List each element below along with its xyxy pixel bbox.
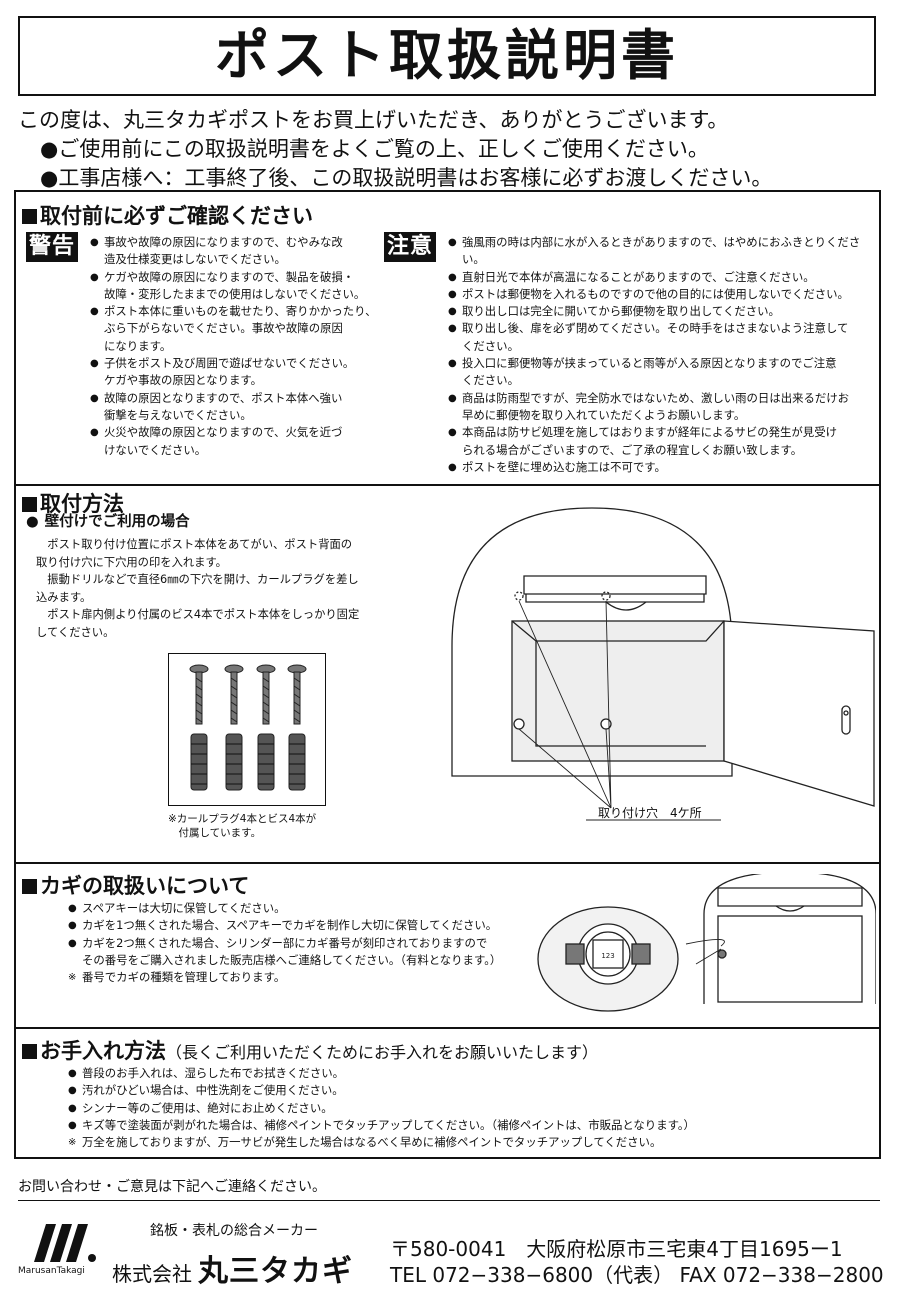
section-heading: カギの取扱いについて [22, 870, 249, 900]
key-list: スペアキーは大切に保管してください。カギを1つ無くされた場合、スペアキーでカギを… [68, 900, 548, 987]
list-item: 取り出し口は完全に開いてから郵便物を取り出してください。 [448, 303, 878, 321]
section-heading-text: お手入れ方法 [40, 1039, 166, 1063]
key-cylinder-diagram: 123 [537, 874, 876, 1012]
install-subheading-text: 壁付けでご利用の場合 [44, 514, 190, 530]
intro-note-read: ●ご使用前にこの取扱説明書をよくご覧の上、正しくご使用ください。 [40, 137, 709, 161]
photo-caption: ※カールプラグ4本とビス4本が 付属しています。 [168, 813, 317, 839]
warning-list: 事故や故障の原因になりますので、むやみな改 造及仕様変更はしないでください。ケガ… [90, 234, 390, 459]
intro-greeting: この度は、丸三タカギポストをお買上げいただき、ありがとうございます。 [18, 108, 729, 132]
company-logo-icon [34, 1224, 96, 1262]
list-item: 本商品は防サビ処理を施してはおりますが経年によるサビの発生が見受け られる場合が… [448, 424, 878, 459]
logo-text: MarusanTakagi [18, 1266, 85, 1276]
title-box: ポスト取扱説明書 [18, 16, 876, 96]
list-item: 火災や故障の原因となりますので、火気を近づ けないでください。 [90, 424, 390, 459]
list-note: 番号でカギの種類を管理しております。 [68, 969, 548, 987]
section-heading-subtext: （長くご利用いただくためにお手入れをお願いいたします） [166, 1043, 599, 1062]
company-prefix: 株式会社 [112, 1262, 192, 1286]
list-item: 普段のお手入れは、湿らした布でお拭きください。 [68, 1065, 868, 1083]
instruction-paragraph: 振動ドリルなどで直径6㎜の下穴を開け、カールプラグを差し 込みます。 [36, 573, 359, 604]
list-item: 投入口に郵便物等が挟まっていると雨等が入る原因となりますのでご注意 ください。 [448, 355, 878, 390]
mounting-holes-callout: 取り付け穴 4ケ所 [598, 806, 702, 820]
instruction-paragraph: ポスト取り付け位置にポスト本体をあてがい、ポスト背面の 取り付け穴に下穴用の印を… [36, 538, 353, 569]
intro-note-installer: ●工事店様へ：工事終了後、この取扱説明書はお客様に必ずお渡しください。 [40, 166, 773, 190]
company-brand: 丸三タカギ [198, 1254, 353, 1289]
section-heading-text: カギの取扱いについて [40, 874, 250, 898]
footer-divider [18, 1200, 880, 1201]
bullet-icon: ● [26, 514, 39, 530]
warning-tag: 警告 [26, 232, 79, 262]
square-bullet-icon [22, 1044, 37, 1059]
company-contact: 〒580-0041 大阪府松原市三宅東4丁目1695ー1 TEL 072−338… [390, 1236, 884, 1288]
section-care: お手入れ方法（長くご利用いただくためにお手入れをお願いいたします） 普段のお手入… [16, 1027, 879, 1157]
company-phone: TEL 072−338−6800（代表） FAX 072−338−2800 [390, 1263, 884, 1287]
section-confirm: 取付前に必ずご確認ください 警告 事故や故障の原因になりますので、むやみな改 造… [16, 192, 879, 484]
inquiry-text: お問い合わせ・ご意見は下記へご連絡ください。 [18, 1179, 326, 1195]
list-item: ポストを壁に埋め込む施工は不可です。 [448, 459, 878, 477]
install-subheading: ● 壁付けでご利用の場合 [26, 510, 190, 531]
list-item: スペアキーは大切に保管してください。 [68, 900, 548, 918]
list-item: ケガや故障の原因になりますので、製品を破損・ 故障・変形したままでの使用はしない… [90, 269, 390, 304]
caution-tag: 注意 [384, 232, 437, 262]
section-heading: お手入れ方法（長くご利用いただくためにお手入れをお願いいたします） [22, 1035, 598, 1065]
company-address: 〒580-0041 大阪府松原市三宅東4丁目1695ー1 [390, 1237, 843, 1261]
list-item: シンナー等のご使用は、絶対にお止めください。 [68, 1100, 868, 1118]
page-title: ポスト取扱説明書 [215, 24, 679, 87]
list-item: ポスト本体に重いものを載せたり、寄りかかったり、 ぶら下がらないでください。事故… [90, 303, 390, 355]
square-bullet-icon [22, 497, 37, 512]
list-item: 故障の原因となりますので、ポスト本体へ強い 衝撃を与えないでください。 [90, 390, 390, 425]
list-item: 事故や故障の原因になりますので、むやみな改 造及仕様変更はしないでください。 [90, 234, 390, 269]
list-item: 強風雨の時は内部に水が入るときがありますので、はやめにおふきとりください。 [448, 234, 878, 269]
list-item: 取り出し後、扉を必ず閉めてください。その時手をはさまないよう注意して ください。 [448, 320, 878, 355]
section-heading: 取付前に必ずご確認ください [22, 200, 313, 230]
section-install: 取付方法 ● 壁付けでご利用の場合 ポスト取り付け位置にポスト本体をあてがい、ポス… [16, 484, 879, 862]
caution-list: 強風雨の時は内部に水が入るときがありますので、はやめにおふきとりください。直射日… [448, 234, 878, 476]
section-heading-text: 取付方法 [40, 492, 124, 516]
section-heading: 取付方法 [22, 488, 124, 518]
care-list: 普段のお手入れは、湿らした布でお拭きください。汚れがひどい場合は、中性洗剤をご使… [68, 1065, 868, 1152]
key-number-label: 123 [601, 952, 614, 960]
company-name: 株式会社丸三タカギ [112, 1246, 353, 1290]
square-bullet-icon [22, 879, 37, 894]
intro: この度は、丸三タカギポストをお買上げいただき、ありがとうございます。 ●ご使用前… [18, 106, 888, 193]
maker-tagline: 銘板・表札の総合メーカー [150, 1223, 318, 1239]
list-item: 直射日光で本体が高温になることがありますので、ご注意ください。 [448, 269, 878, 287]
instruction-paragraph: ポスト扉内側より付属のビス4本でポスト本体をしっかり固定 してください。 [36, 608, 360, 639]
section-heading-text: 取付前に必ずご確認ください [40, 204, 313, 228]
install-instructions: ポスト取り付け位置にポスト本体をあてがい、ポスト背面の 取り付け穴に下穴用の印を… [36, 536, 436, 641]
square-bullet-icon [22, 209, 37, 224]
list-note: 万全を施しておりますが、万一サビが発生した場合はなるべく早めに補修ペイントでタッ… [68, 1134, 868, 1152]
section-key: カギの取扱いについて スペアキーは大切に保管してください。カギを1つ無くされた場… [16, 862, 879, 1027]
list-item: カギを1つ無くされた場合、スペアキーでカギを制作し大切に保管してください。 [68, 917, 548, 935]
mailbox-open-diagram [451, 507, 875, 821]
screws-plugs-icon [189, 664, 307, 791]
screws-plugs-image [168, 653, 326, 806]
list-item: ポストは郵便物を入れるものですので他の目的には使用しないでください。 [448, 286, 878, 304]
list-item: 商品は防雨型ですが、完全防水ではないため、激しい雨の日は出来るだけお 早めに郵便… [448, 390, 878, 425]
content-frame: 取付前に必ずご確認ください 警告 事故や故障の原因になりますので、むやみな改 造… [14, 190, 881, 1159]
list-item: 汚れがひどい場合は、中性洗剤をご使用ください。 [68, 1082, 868, 1100]
list-item: 子供をポスト及び周囲で遊ばせないでください。 ケガや事故の原因となります。 [90, 355, 390, 390]
list-item: キズ等で塗装面が剥がれた場合は、補修ペイントでタッチアップしてください。（補修ペ… [68, 1117, 868, 1135]
list-item: カギを2つ無くされた場合、シリンダー部にカギ番号が刻印されておりますので その番… [68, 935, 548, 970]
